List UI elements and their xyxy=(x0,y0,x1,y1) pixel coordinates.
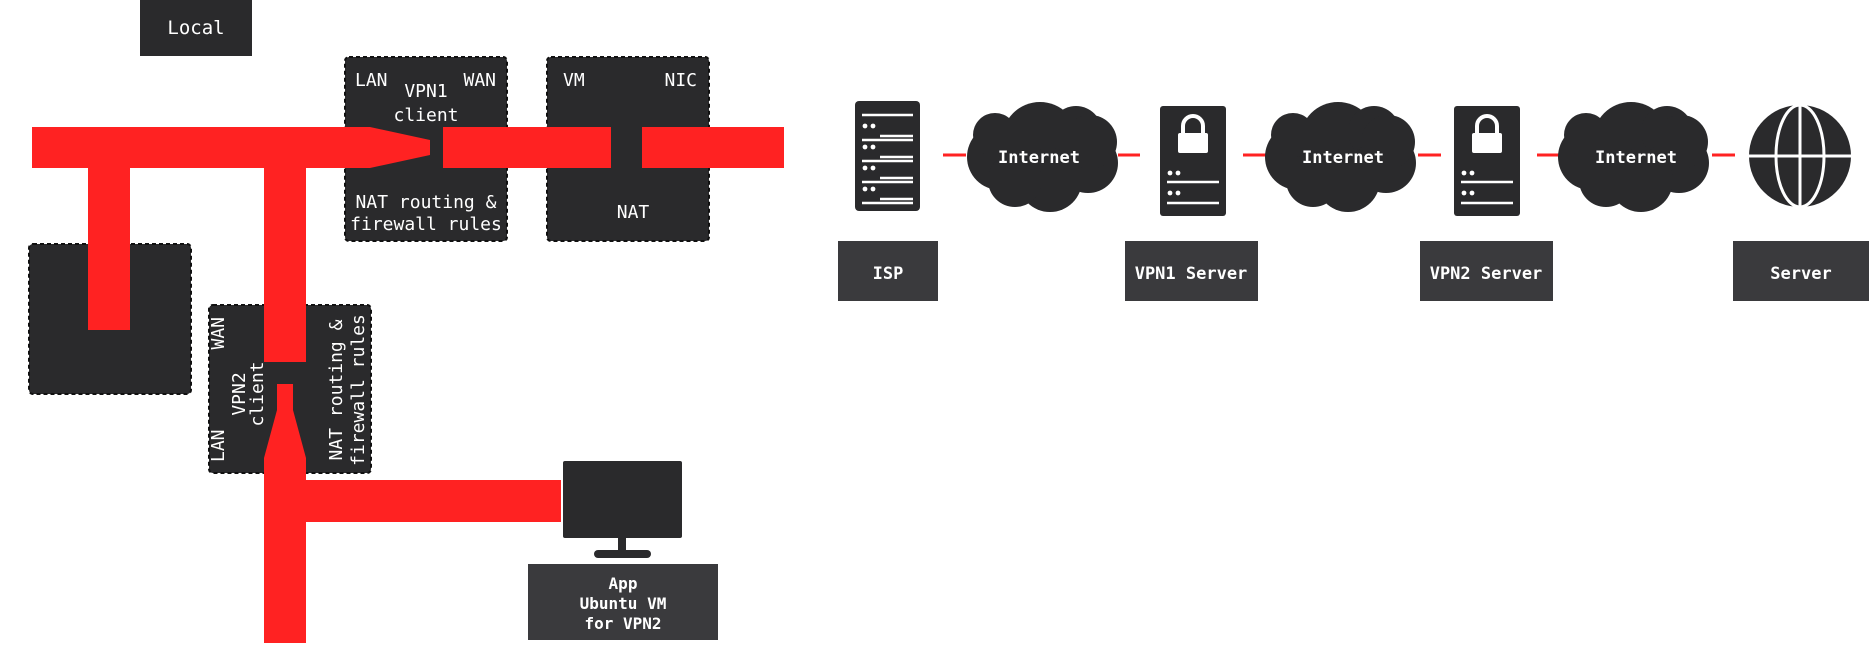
app-line2: Ubuntu VM xyxy=(580,594,667,613)
nic-label: NIC xyxy=(664,70,697,91)
red-pipes xyxy=(32,127,784,643)
isp-label: ISP xyxy=(873,264,904,284)
vpn2-lan-label: LAN xyxy=(208,429,229,462)
vpn2-title-line2: client xyxy=(247,361,268,426)
internet-label-3: Internet xyxy=(1595,148,1677,168)
internet-label-2: Internet xyxy=(1302,148,1384,168)
vpn1-rules-line2: firewall rules xyxy=(350,214,502,235)
vpn2-server-label-box: VPN2 Server xyxy=(1420,241,1553,301)
vpn1-wan-pipe xyxy=(443,127,611,168)
vpn2-server-label: VPN2 Server xyxy=(1430,264,1543,284)
vpn2-rules-line2: firewall rules xyxy=(348,314,369,466)
app-label-box: App Ubuntu VM for VPN2 xyxy=(528,564,718,640)
locked-server-icon xyxy=(1160,106,1226,216)
vm-label: VM xyxy=(563,70,585,91)
globe-icon xyxy=(1749,103,1851,209)
internet-label-1: Internet xyxy=(998,148,1080,168)
vpn2-client-labels: LAN VPN2 client WAN NAT routing & firewa… xyxy=(208,314,369,466)
server-label: Server xyxy=(1770,264,1831,284)
app-line1: App xyxy=(609,574,638,593)
vpn1-server-label: VPN1 Server xyxy=(1135,264,1248,284)
nic-outbound-pipe xyxy=(642,127,784,168)
main-bus-pipe xyxy=(32,127,430,168)
vpn1-wan-label: WAN xyxy=(463,70,496,91)
vpn1-server-label-box: VPN1 Server xyxy=(1125,241,1258,301)
lan-host-drop-pipe xyxy=(88,160,130,330)
app-line3: for VPN2 xyxy=(584,614,661,633)
vpn2-title-line1: VPN2 xyxy=(229,372,250,415)
cloud-icon xyxy=(1265,102,1416,212)
vpn1-rules-line1: NAT routing & xyxy=(356,192,497,213)
app-feed-pipe xyxy=(264,480,561,522)
server-rack-icon xyxy=(855,101,920,211)
vpn1-title-line2: client xyxy=(393,105,458,126)
cloud-icon xyxy=(1558,102,1709,212)
vpn1-client-labels: LAN VPN1 client WAN NAT routing & firewa… xyxy=(350,70,502,235)
local-title: Local xyxy=(167,17,224,39)
nat-label: NAT xyxy=(617,202,650,223)
vpn2-wan-label: WAN xyxy=(208,317,229,350)
vpn1-title-line1: VPN1 xyxy=(404,81,447,102)
server-label-box: Server xyxy=(1733,241,1869,301)
locked-server-icon xyxy=(1454,106,1520,216)
monitor-icon xyxy=(563,461,682,558)
vm-nic-labels: VM NIC NAT xyxy=(563,70,697,223)
local-header: Local xyxy=(140,0,252,56)
vpn1-lan-label: LAN xyxy=(355,70,388,91)
vpn2-rules-line1: NAT routing & xyxy=(326,319,347,460)
cloud-icon xyxy=(967,102,1118,212)
isp-label-box: ISP xyxy=(838,241,938,301)
vpn2-lan-drop-pipe xyxy=(264,160,306,362)
